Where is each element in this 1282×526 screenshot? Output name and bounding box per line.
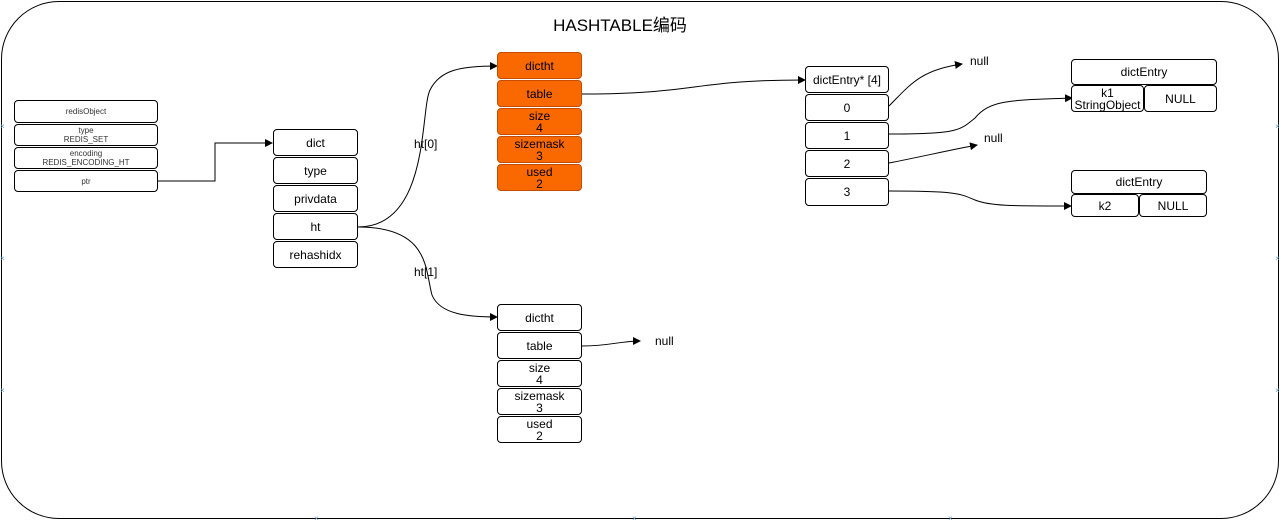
redisobject-ptr: ptr — [14, 170, 158, 192]
dictentry1-key: k1 StringObject — [1071, 85, 1144, 112]
frame-marker: × — [1275, 254, 1280, 263]
frame-marker: × — [0, 386, 5, 395]
dict-field-rehashidx: rehashidx — [273, 241, 358, 268]
dictht1-used: used 2 — [497, 416, 582, 443]
entries-slot-1: 1 — [805, 122, 889, 149]
ht0-label: ht[0] — [414, 137, 438, 151]
dictht0-used: used 2 — [497, 164, 582, 191]
null-label-slot2: null — [984, 131, 1003, 145]
ptr-to-dict-arrow — [158, 139, 273, 182]
frame-marker: × — [632, 514, 637, 523]
null-label-table1: null — [655, 334, 674, 348]
dictht0-size: size 4 — [497, 108, 582, 135]
table0-arrow — [581, 76, 806, 95]
frame-marker: × — [1275, 122, 1280, 131]
dictht0-sizemask: sizemask 3 — [497, 136, 582, 163]
dictentry2-key: k2 — [1071, 194, 1139, 217]
frame-marker: × — [0, 122, 5, 131]
dictht1-table: table — [497, 332, 582, 359]
entries-slot-3: 3 — [805, 178, 889, 206]
entries-slot-2: 2 — [805, 150, 889, 177]
dictht1-header: dictht — [497, 304, 582, 331]
ht0-arrow — [357, 62, 498, 228]
dictentry1-next: NULL — [1144, 85, 1217, 112]
dict-header: dict — [273, 129, 358, 156]
diagram-title: HASHTABLE编码 — [553, 16, 687, 35]
dictentry2-next: NULL — [1139, 194, 1207, 217]
frame-marker: × — [0, 254, 5, 263]
ht1-arrow — [357, 226, 498, 321]
slot1-entry-arrow — [888, 94, 1073, 135]
dict-field-ht: ht — [273, 213, 358, 240]
slot3-entry-arrow — [888, 190, 1072, 210]
dictentry2-header: dictEntry — [1071, 170, 1207, 194]
null-label-slot0: null — [970, 54, 989, 68]
dictht1-size: size 4 — [497, 360, 582, 387]
dictentry1-header: dictEntry — [1071, 59, 1217, 85]
slot0-null-arrow — [888, 61, 963, 107]
dictht1-sizemask: sizemask 3 — [497, 388, 582, 415]
frame-marker: × — [1275, 386, 1280, 395]
slot2-null-arrow — [888, 142, 978, 164]
table1-arrow — [581, 337, 641, 347]
redisobject-encoding: encoding REDIS_ENCODING_HT — [14, 147, 158, 169]
dictht0-header: dictht — [497, 52, 582, 79]
frame-marker: × — [314, 514, 319, 523]
dictht0-table: table — [497, 80, 582, 107]
frame-marker: × — [948, 514, 953, 523]
redisobject-type: type REDIS_SET — [14, 124, 158, 146]
entries-header: dictEntry* [4] — [805, 66, 889, 93]
entries-slot-0: 0 — [805, 94, 889, 121]
redisobject-header: redisObject — [14, 100, 158, 123]
ht1-label: ht[1] — [414, 265, 438, 279]
dict-field-type: type — [273, 157, 358, 184]
dict-field-privdata: privdata — [273, 185, 358, 212]
